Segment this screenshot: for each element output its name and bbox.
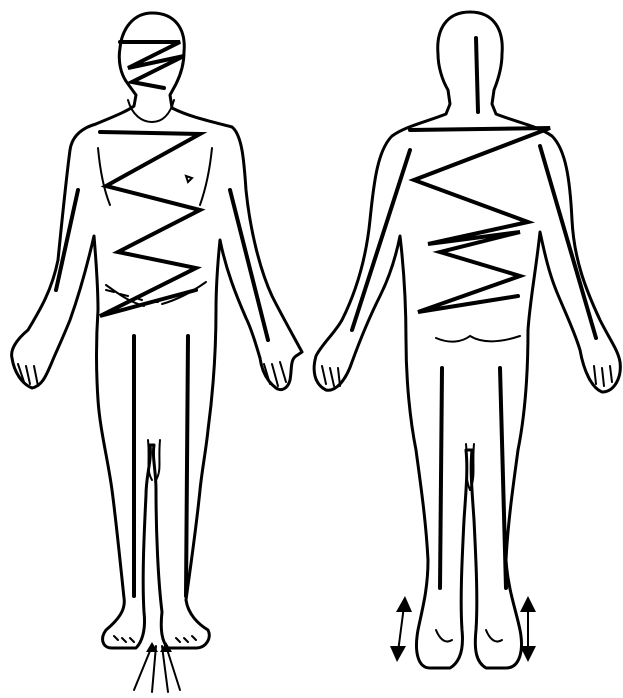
back-body-figure: [314, 12, 620, 668]
front-body-outline: [12, 13, 302, 648]
front-body-figure: [12, 13, 302, 692]
back-right-heel-arrow: [520, 596, 536, 662]
front-right-leg-line: [186, 336, 188, 596]
back-body-outline: [314, 12, 620, 668]
back-left-heel-arrow: [390, 596, 412, 662]
back-left-leg-line: [440, 368, 442, 588]
back-neck-spine-line: [476, 38, 478, 112]
